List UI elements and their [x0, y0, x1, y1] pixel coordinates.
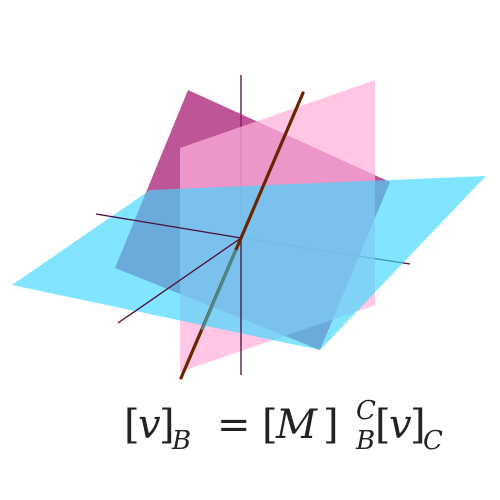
- formula-subscript-b-left: B: [171, 426, 191, 456]
- formula-open-bracket-2: [: [262, 402, 278, 448]
- depth-axis-back: [95, 213, 242, 239]
- formula-subscript-b-matrix: B: [355, 426, 375, 456]
- formula-open-bracket-3: [: [375, 402, 391, 448]
- formula-close-bracket-1: ]: [159, 402, 175, 448]
- subspace-line-tinted: [200, 249, 238, 331]
- formula-open-bracket-1: [: [124, 402, 140, 448]
- formula-matrix-m: M: [275, 402, 318, 448]
- change-of-basis-formula: [ v ] B = [ M ] C B [ v ] C: [124, 396, 443, 456]
- formula-vector-v-1: v: [138, 402, 161, 448]
- cyan-plane: [12, 176, 486, 350]
- formula-vector-v-2: v: [389, 402, 412, 448]
- formula-close-bracket-2: ]: [323, 402, 339, 448]
- formula-superscript-c: C: [356, 396, 376, 426]
- formula-subscript-c-right: C: [423, 426, 443, 456]
- formula-close-bracket-3: ]: [410, 402, 426, 448]
- depth-axis-front: [117, 237, 242, 324]
- subspace-line-upper: [239, 91, 305, 240]
- formula-equals: =: [217, 402, 251, 448]
